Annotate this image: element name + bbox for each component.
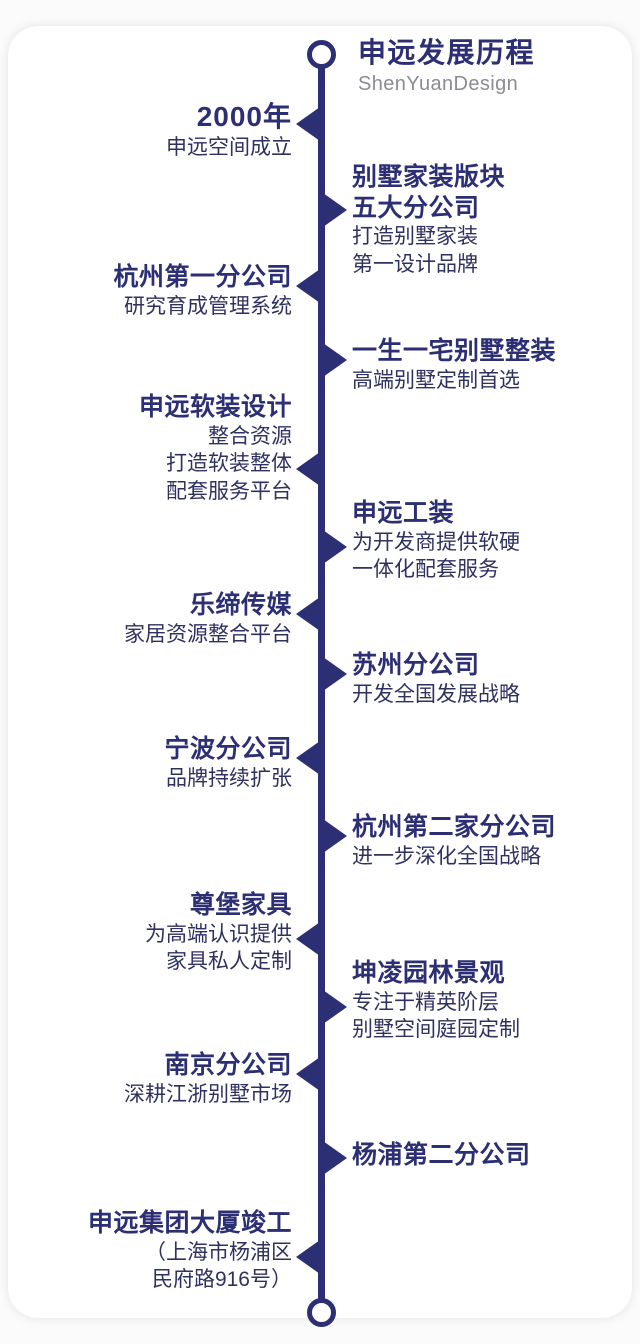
- timeline-marker-8-right-arrow-icon: [323, 657, 347, 691]
- entry-subtitle: 申远空间成立: [166, 136, 292, 160]
- entry-title: 2000年: [196, 101, 292, 132]
- entry-subtitle: 深耕江浙别墅市场: [124, 1082, 292, 1106]
- timeline-entry-15[interactable]: 申远集团大厦竣工 （上海市杨浦区民府路916号）: [88, 1208, 292, 1294]
- entry-title: 南京分公司: [164, 1051, 292, 1079]
- entry-subtitle: 为高端认识提供: [145, 922, 292, 946]
- timeline-marker-4-right-arrow-icon: [323, 343, 347, 377]
- timeline-marker-3-left-arrow-icon: [296, 269, 320, 303]
- entry-subtitle: 民府路916号）: [151, 1268, 292, 1292]
- timeline-marker-15-left-arrow-icon: [296, 1240, 320, 1274]
- entry-title: 申远软装设计: [138, 393, 292, 421]
- timeline-marker-6-right-arrow-icon: [323, 530, 347, 564]
- entry-subtitle: 打造别墅家装: [352, 225, 478, 248]
- timeline-entry-5[interactable]: 申远软装设计整合资源打造软装整体配套服务平台: [139, 392, 292, 506]
- timeline-marker-12-right-arrow-icon: [323, 990, 347, 1024]
- entry-title: 尊堡家具: [189, 891, 292, 919]
- timeline-entry-11[interactable]: 尊堡家具为高端认识提供家具私人定制: [145, 890, 292, 976]
- entry-title: 杭州第一分公司: [113, 263, 292, 291]
- timeline-marker-5-left-arrow-icon: [296, 452, 320, 486]
- timeline-entry-12[interactable]: 坤凌园林景观专注于精英阶层别墅空间庭园定制: [352, 958, 520, 1044]
- entry-subtitle: 整合资源: [208, 424, 292, 448]
- entry-title: 苏州分公司: [352, 651, 480, 679]
- timeline-entry-6[interactable]: 申远工装为开发商提供软硬一体化配套服务: [352, 498, 520, 584]
- entry-subtitle: 第一设计品牌: [352, 252, 478, 276]
- page-subtitle: ShenYuanDesign: [358, 72, 519, 95]
- entry-subtitle: 打造软装整体: [166, 452, 292, 476]
- timeline-marker-13-left-arrow-icon: [296, 1057, 320, 1091]
- entry-title: 坤凌园林景观: [352, 959, 506, 987]
- entry-subtitle: 家居资源整合平台: [124, 622, 292, 646]
- timeline-marker-7-left-arrow-icon: [296, 597, 320, 631]
- timeline-entry-14[interactable]: 杨浦第二分公司: [352, 1140, 531, 1171]
- entry-title: 乐缔传媒: [189, 591, 292, 619]
- timeline-marker-1-left-arrow-icon: [296, 107, 320, 141]
- entry-subtitle: 为开发商提供软硬: [352, 530, 520, 554]
- timeline-entry-1[interactable]: 2000年申远空间成立: [166, 100, 292, 162]
- timeline-marker-11-left-arrow-icon: [296, 922, 320, 956]
- entry-subtitle: 研究育成管理系统: [124, 294, 292, 318]
- entry-title: 宁波分公司: [164, 735, 292, 763]
- entry-subtitle: 品牌持续扩张: [166, 766, 292, 790]
- timeline-entry-2[interactable]: 别墅家装版块五大分公司打造别墅家装第一设计品牌: [352, 162, 505, 278]
- entry-title: 五大分公司: [352, 193, 480, 222]
- timeline-entry-4[interactable]: 一生一宅别墅整装高端别墅定制首选: [352, 336, 556, 394]
- entry-subtitle: （上海市杨浦区: [145, 1240, 292, 1264]
- entry-subtitle: 高端别墅定制首选: [352, 368, 520, 392]
- entry-title: 别墅家装版块: [352, 163, 506, 191]
- timeline-entry-7[interactable]: 乐缔传媒家居资源整合平台: [124, 590, 292, 648]
- entry-subtitle: 一体化配套服务: [352, 558, 499, 582]
- timeline-marker-14-right-arrow-icon: [323, 1141, 347, 1175]
- timeline-start-node-icon: [307, 40, 336, 69]
- entry-subtitle: 别墅空间庭园定制: [352, 1018, 520, 1042]
- timeline-spine: [318, 52, 325, 1302]
- timeline-entry-13[interactable]: 南京分公司深耕江浙别墅市场: [124, 1050, 292, 1108]
- entry-title: 申远工装: [352, 499, 455, 527]
- page-title: 申远发展历程: [358, 37, 536, 68]
- timeline-entry-8[interactable]: 苏州分公司开发全国发展战略: [352, 650, 520, 708]
- timeline-marker-10-right-arrow-icon: [323, 819, 347, 853]
- timeline-entry-9[interactable]: 宁波分公司品牌持续扩张: [164, 734, 292, 792]
- timeline-marker-2-right-arrow-icon: [323, 193, 347, 227]
- entry-title: 杭州第二家分公司: [352, 813, 557, 841]
- entry-subtitle: 专注于精英阶层: [352, 990, 499, 1014]
- entry-title: 杨浦第二分公司: [352, 1141, 531, 1169]
- entry-subtitle: 家具私人定制: [166, 950, 292, 974]
- entry-title: 一生一宅别墅整装: [352, 337, 557, 365]
- timeline-entry-10[interactable]: 杭州第二家分公司进一步深化全国战略: [352, 812, 556, 870]
- header: 申远发展历程 ShenYuanDesign: [358, 36, 535, 96]
- entry-title: 申远集团大厦竣工: [87, 1209, 292, 1237]
- timeline-marker-9-left-arrow-icon: [296, 741, 320, 775]
- timeline-end-node-icon: [307, 1298, 336, 1327]
- timeline-entry-3[interactable]: 杭州第一分公司研究育成管理系统: [113, 262, 292, 320]
- entry-subtitle: 配套服务平台: [166, 479, 292, 503]
- entry-subtitle: 开发全国发展战略: [352, 682, 520, 706]
- entry-subtitle: 进一步深化全国战略: [352, 844, 541, 868]
